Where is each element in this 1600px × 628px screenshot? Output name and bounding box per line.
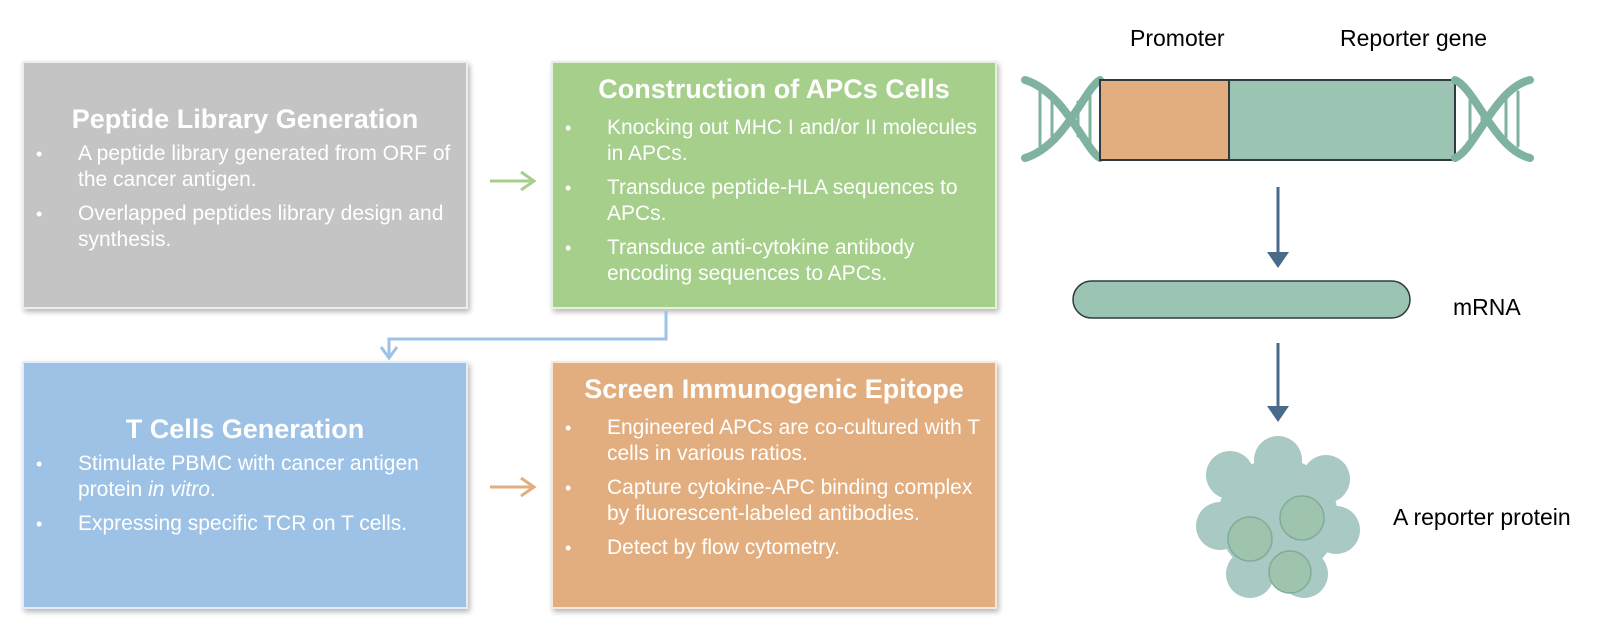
peptide-library-title: Peptide Library Generation <box>71 104 419 134</box>
screen-epitope-title: Screen Immunogenic Epitope <box>584 374 964 404</box>
peptide-library-box: Peptide Library Generation A peptide lib… <box>22 61 468 309</box>
promoter-label: Promoter <box>1130 25 1225 51</box>
bullet-item: Overlapped peptides library design and s… <box>24 201 466 253</box>
screen-epitope-box: Screen Immunogenic Epitope Engineered AP… <box>551 361 997 609</box>
bullet-item: A peptide library generated from ORF of … <box>24 141 466 193</box>
t-cells-generation-box: T Cells Generation Stimulate PBMC with c… <box>22 361 468 609</box>
mrna-label: mRNA <box>1453 294 1521 320</box>
dna-construct <box>1021 76 1534 162</box>
bullet-italic-text: in vitro <box>148 478 210 501</box>
bullet-item: Detect by flow cytometry. <box>553 535 995 561</box>
arrow-dna-to-mrna <box>1267 187 1289 268</box>
bullet-text: Stimulate PBMC with cancer antigen prote… <box>78 452 419 501</box>
dna-helix-left-icon <box>1021 76 1104 162</box>
reporter-protein-icon <box>1196 436 1360 598</box>
bullet-item: Expressing specific TCR on T cells. <box>24 511 466 537</box>
promoter-segment <box>1099 79 1230 161</box>
bullet-item: Engineered APCs are co-cultured with T c… <box>553 415 995 467</box>
arrow-tcells-to-screen <box>490 476 537 498</box>
reporter-gene-label: Reporter gene <box>1340 25 1488 51</box>
t-cells-generation-bullets: Stimulate PBMC with cancer antigen prote… <box>24 451 466 537</box>
arrow-peptide-to-apc <box>490 170 537 192</box>
apc-construction-box: Construction of APCs Cells Knocking out … <box>551 61 997 309</box>
bullet-text: . <box>209 478 216 501</box>
bullet-item: Transduce peptide-HLA sequences to APCs. <box>553 175 995 227</box>
apc-construction-bullets: Knocking out MHC I and/or II molecules i… <box>553 115 995 287</box>
bullet-item: Capture cytokine-APC binding complex by … <box>553 475 995 527</box>
reporter-gene-segment <box>1228 79 1456 161</box>
mrna-strand <box>1072 280 1411 319</box>
arrow-apc-to-tcells <box>379 311 668 361</box>
peptide-library-bullets: A peptide library generated from ORF of … <box>24 141 466 253</box>
arrow-mrna-to-protein <box>1267 343 1289 422</box>
reporter-protein-label: A reporter protein <box>1393 504 1571 530</box>
bullet-item: Transduce anti-cytokine antibody encodin… <box>553 235 995 287</box>
apc-construction-title: Construction of APCs Cells <box>598 74 950 104</box>
dna-helix-right-icon <box>1451 76 1534 162</box>
t-cells-generation-title: T Cells Generation <box>125 414 365 444</box>
bullet-item: Stimulate PBMC with cancer antigen prote… <box>24 451 466 503</box>
bullet-item: Knocking out MHC I and/or II molecules i… <box>553 115 995 167</box>
screen-epitope-bullets: Engineered APCs are co-cultured with T c… <box>553 415 995 561</box>
